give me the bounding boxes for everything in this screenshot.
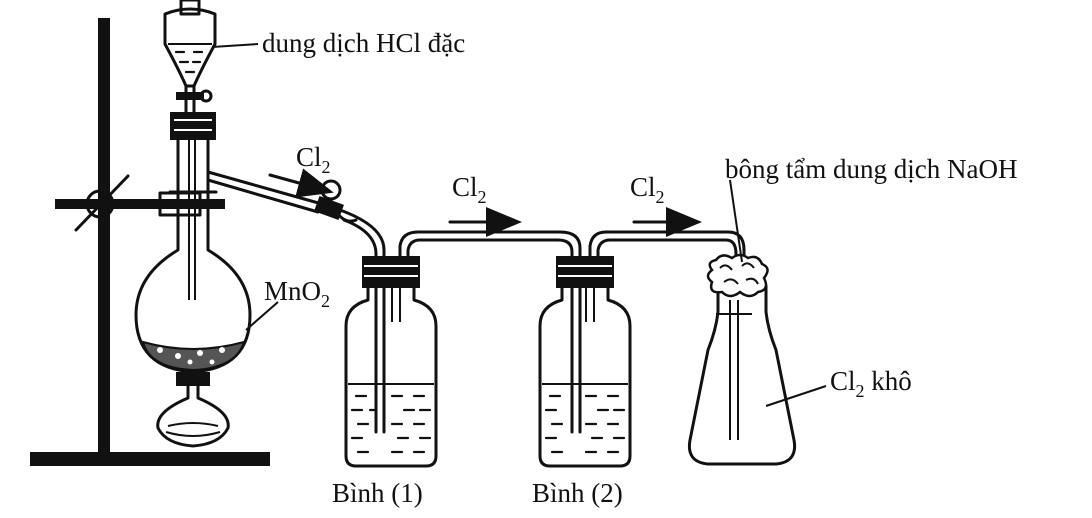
dropping-funnel — [163, 0, 217, 114]
funnel-liquid-dashes — [174, 50, 204, 74]
wash-bottle-2 — [538, 256, 632, 468]
bottle2-liquid-dashes — [544, 394, 626, 454]
mno2-label-base: MnO — [264, 276, 321, 306]
flask-stopper — [170, 112, 216, 140]
bottle1-liquid-dashes — [350, 394, 432, 454]
retort-stand — [30, 18, 270, 466]
gas-flow-arrows — [268, 168, 702, 237]
leader-lines — [211, 43, 827, 407]
flask-1-label: Bình (1) — [332, 478, 423, 508]
dry-cl2-label: Cl2 khô — [830, 366, 912, 401]
dry-cl2-label-sub: 2 — [856, 381, 865, 401]
dry-cl2-label-suffix: khô — [865, 366, 912, 396]
round-bottom-flask — [134, 112, 324, 374]
cl2-label-1-sub: 2 — [322, 157, 331, 177]
cl2-label-2: Cl2 — [452, 172, 487, 207]
cl2-label-3-sub: 2 — [656, 187, 665, 207]
cl2-label-1-base: Cl — [296, 142, 322, 172]
cl2-label-3-base: Cl — [630, 172, 656, 202]
wash-bottle-1 — [344, 256, 438, 468]
flask-2-label: Bình (2) — [532, 478, 623, 508]
cl2-label-2-sub: 2 — [478, 187, 487, 207]
cl2-label-2-base: Cl — [452, 172, 478, 202]
mno2-label-sub: 2 — [321, 291, 330, 311]
naoh-cotton-plug — [706, 253, 769, 298]
mno2-label: MnO2 — [264, 276, 330, 311]
erlenmeyer-flask — [687, 253, 797, 466]
alcohol-lamp — [156, 372, 230, 448]
cl2-label-3: Cl2 — [630, 172, 665, 207]
mno2-solid — [141, 340, 246, 372]
hcl-label: dung dịch HCl đặc — [262, 28, 465, 58]
naoh-cotton-label: bông tẩm dung dịch NaOH — [725, 154, 1017, 184]
cl2-label-1: Cl2 — [296, 142, 331, 177]
dry-cl2-label-base: Cl — [830, 366, 856, 396]
